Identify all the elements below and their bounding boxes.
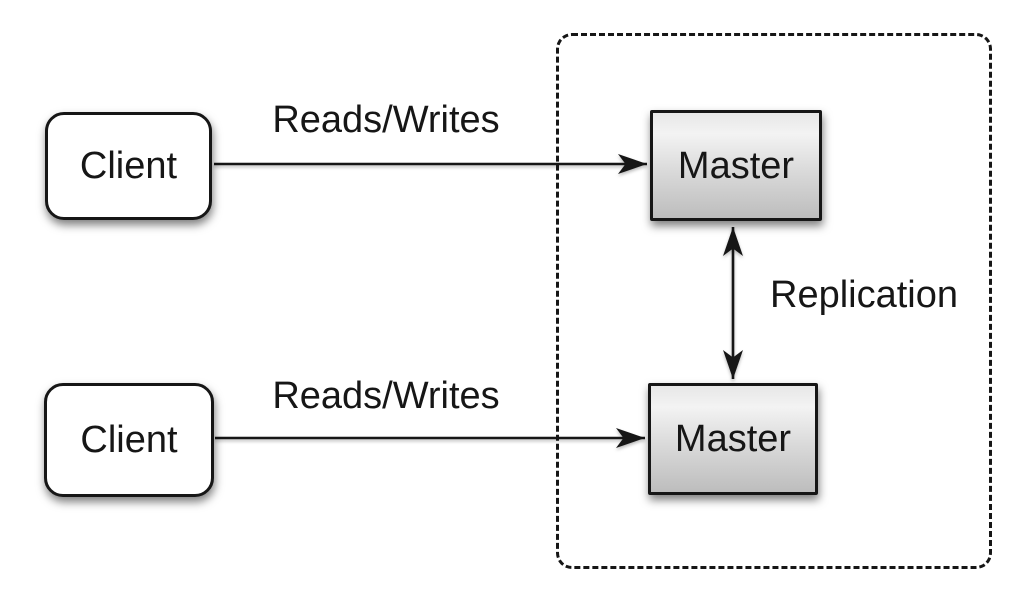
node-client-1-label: Client (79, 145, 178, 187)
edge-label-reads-writes-bottom: Reads/Writes (272, 375, 500, 417)
node-master-1: Master (650, 110, 822, 221)
node-client-2-label: Client (80, 419, 178, 461)
node-master-2: Master (648, 383, 818, 495)
node-master-1-label: Master (677, 144, 795, 187)
node-master-2-label: Master (674, 418, 792, 460)
edge-label-reads-writes-top: Reads/Writes (272, 99, 500, 141)
node-client-1: Client (45, 112, 212, 220)
node-client-2: Client (44, 383, 214, 497)
masters-group-dashed-border (556, 33, 992, 569)
edge-label-replication: Replication (770, 274, 958, 316)
